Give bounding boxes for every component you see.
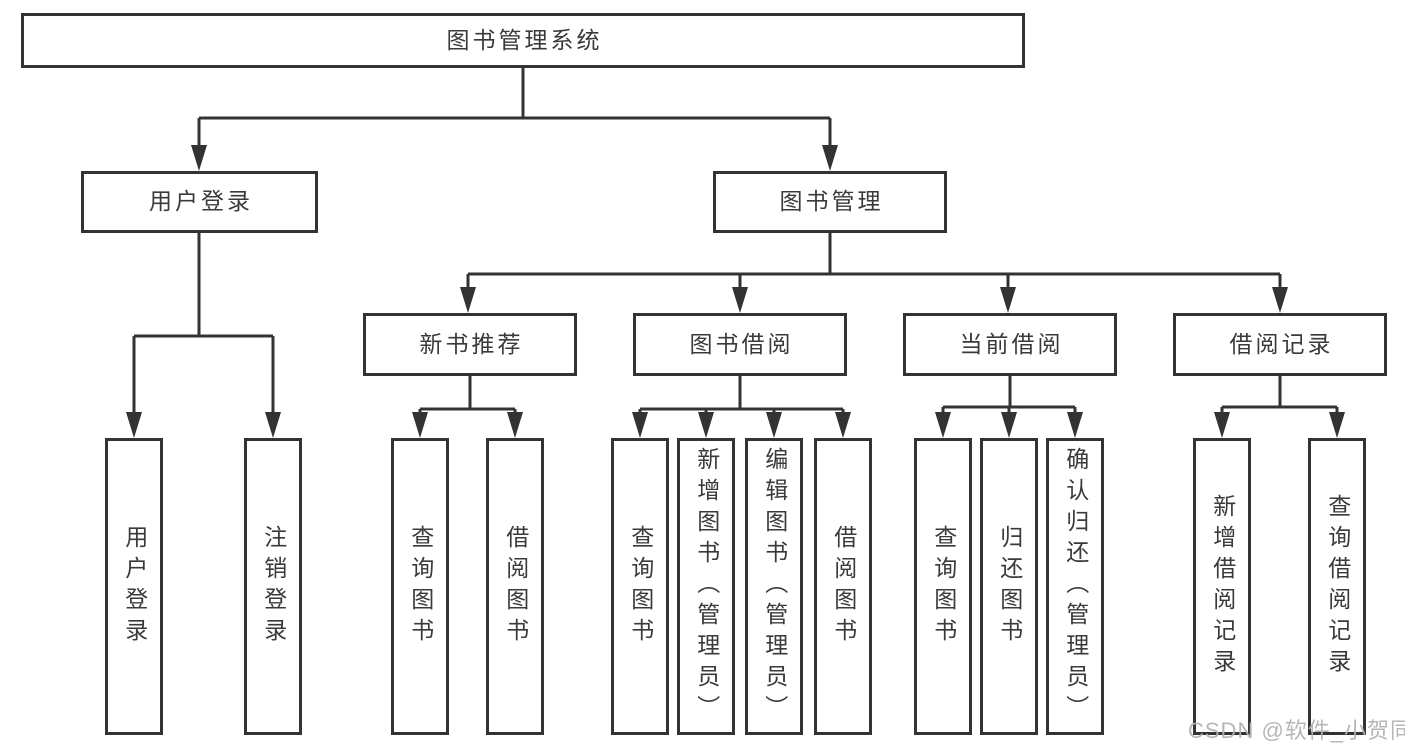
node-current-borrowing: 当前借阅 xyxy=(903,313,1117,376)
node-label: 编辑图书（管理员） xyxy=(761,447,788,726)
node-label: 借阅记录 xyxy=(1229,330,1334,357)
arrowhead xyxy=(835,412,851,438)
node-query-books-recommend: 查询图书 xyxy=(391,438,449,735)
node-label: 新增借阅记录 xyxy=(1209,493,1236,680)
branch-current-borrowing xyxy=(935,376,1083,438)
arrowhead xyxy=(822,145,838,171)
node-borrow-books: 借阅图书 xyxy=(814,438,872,735)
node-label: 确认归还（管理员） xyxy=(1062,447,1089,726)
node-add-book-admin: 新增图书（管理员） xyxy=(677,438,735,735)
arrowhead xyxy=(460,287,476,313)
node-label: 用户登录 xyxy=(121,524,148,649)
arrowhead xyxy=(507,412,523,438)
arrowhead xyxy=(698,412,714,438)
node-user-login-leaf: 用户登录 xyxy=(105,438,163,735)
node-query-borrow-record: 查询借阅记录 xyxy=(1308,438,1366,735)
node-borrow-books-recommend: 借阅图书 xyxy=(486,438,544,735)
node-label: 查询图书 xyxy=(407,524,434,649)
arrowhead xyxy=(191,145,207,171)
node-new-book-recommendation: 新书推荐 xyxy=(363,313,577,376)
branch-book-management xyxy=(460,233,1288,313)
node-label: 图书管理 xyxy=(779,188,884,215)
node-label: 新增图书（管理员） xyxy=(693,447,720,726)
node-edit-book-admin: 编辑图书（管理员） xyxy=(745,438,803,735)
branch-borrowing-records xyxy=(1214,376,1345,438)
node-label: 查询图书 xyxy=(930,524,957,649)
arrowhead xyxy=(126,412,142,438)
node-label: 新书推荐 xyxy=(419,330,524,357)
node-label: 图书借阅 xyxy=(689,330,794,357)
node-query-books-borrowing: 查询图书 xyxy=(611,438,669,735)
node-label: 注销登录 xyxy=(260,524,287,649)
node-borrowing-records: 借阅记录 xyxy=(1173,313,1387,376)
node-return-books: 归还图书 xyxy=(980,438,1038,735)
branch-book-borrowing xyxy=(632,376,851,438)
node-logout: 注销登录 xyxy=(244,438,302,735)
node-library-system: 图书管理系统 xyxy=(21,13,1025,68)
arrowhead xyxy=(732,287,748,313)
node-confirm-return-admin: 确认归还（管理员） xyxy=(1046,438,1104,735)
node-label: 查询借阅记录 xyxy=(1324,493,1351,680)
watermark: CSDN @软件_小贺同学 xyxy=(1188,718,1405,743)
node-query-books-current: 查询图书 xyxy=(914,438,972,735)
arrowhead xyxy=(1329,412,1345,438)
node-book-borrowing: 图书借阅 xyxy=(633,313,847,376)
node-book-management: 图书管理 xyxy=(713,171,947,233)
node-add-borrow-record: 新增借阅记录 xyxy=(1193,438,1251,735)
arrowhead xyxy=(1067,412,1083,438)
arrowhead xyxy=(632,412,648,438)
arrowhead xyxy=(412,412,428,438)
branch-root xyxy=(191,68,838,171)
node-label: 当前借阅 xyxy=(959,330,1064,357)
arrowhead xyxy=(935,412,951,438)
arrowhead xyxy=(1001,412,1017,438)
node-label: 图书管理系统 xyxy=(446,26,603,53)
arrowhead xyxy=(265,412,281,438)
node-label: 查询图书 xyxy=(627,524,654,649)
arrowhead xyxy=(1272,287,1288,313)
branch-user-login xyxy=(126,233,281,438)
arrowhead xyxy=(1000,287,1016,313)
branch-new-book-recommendation xyxy=(412,376,523,438)
node-label: 借阅图书 xyxy=(502,524,529,649)
arrowhead xyxy=(1214,412,1230,438)
arrowhead xyxy=(766,412,782,438)
node-label: 用户登录 xyxy=(149,188,253,215)
node-label: 借阅图书 xyxy=(830,524,857,649)
node-label: 归还图书 xyxy=(996,524,1023,649)
node-user-login: 用户登录 xyxy=(81,171,318,233)
